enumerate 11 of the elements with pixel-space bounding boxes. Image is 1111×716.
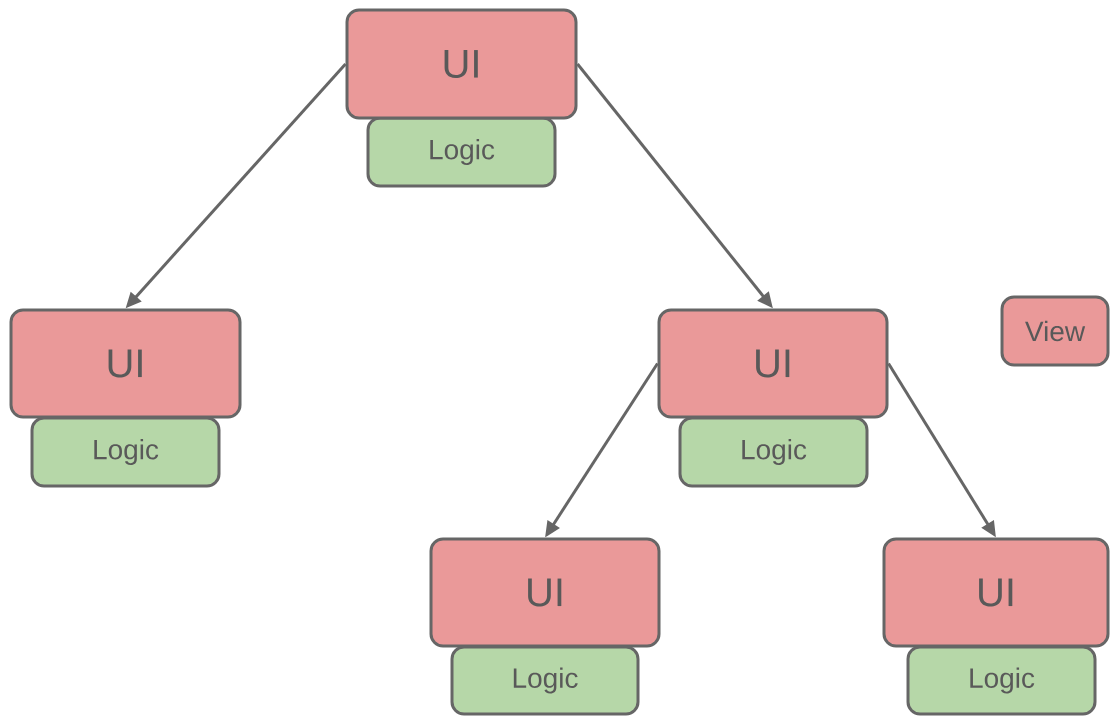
logic-box: Logic <box>366 116 557 188</box>
logic-box: Logic <box>450 645 640 716</box>
ui-box: UI <box>345 8 578 120</box>
ui-box: UI <box>9 308 242 419</box>
logic-box: Logic <box>678 416 869 488</box>
logic-box: Logic <box>906 645 1097 716</box>
logic-box: Logic <box>30 416 221 488</box>
ui-box: UI <box>429 537 661 648</box>
ui-box: UI <box>657 308 889 419</box>
ui-box: UI <box>882 537 1110 648</box>
view-box: View <box>1000 295 1110 367</box>
